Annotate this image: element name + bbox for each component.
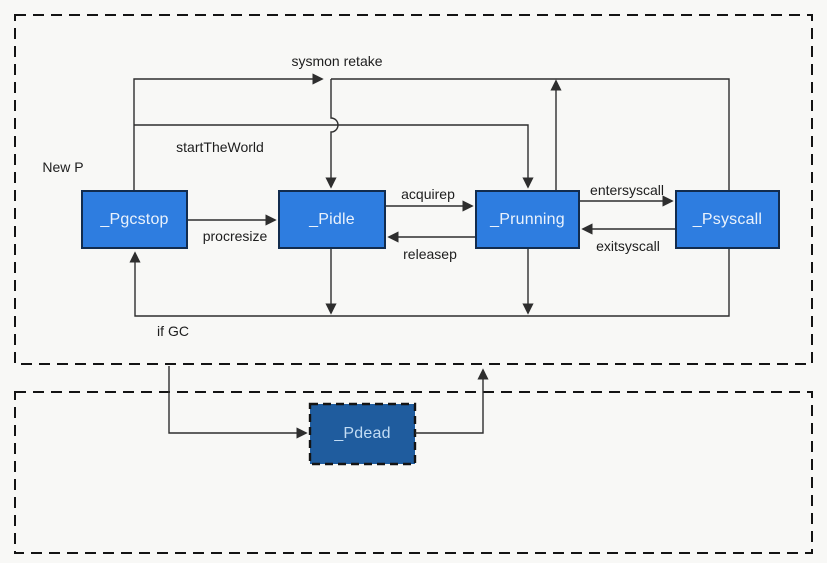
label-starttheworld: startTheWorld xyxy=(176,139,264,155)
node-pidle: _Pidle xyxy=(278,190,386,249)
label-procresize: procresize xyxy=(202,228,268,244)
label-if-gc: if GC xyxy=(157,323,189,339)
label-sysmon-retake: sysmon retake xyxy=(291,53,383,69)
edge-psyscall-sysmon-retake xyxy=(331,78,730,190)
edge-starttheworld xyxy=(134,124,534,189)
edge-junction-into-pidle xyxy=(325,79,339,189)
node-pgcstop: _Pgcstop xyxy=(81,190,188,249)
node-pdead: _Pdead xyxy=(310,404,415,464)
edge-pdead-return xyxy=(415,368,489,434)
label-releasep: releasep xyxy=(403,246,457,262)
edge-pgcstop-to-junction xyxy=(133,73,324,190)
label-acquirep: acquirep xyxy=(401,186,455,202)
label-new-p: New P xyxy=(42,159,84,175)
edge-to-pdead xyxy=(168,366,308,439)
node-psyscall: _Psyscall xyxy=(675,190,780,249)
label-entersyscall: entersyscall xyxy=(590,182,664,198)
node-prunning: _Prunning xyxy=(475,190,580,249)
label-exitsyscall: exitsyscall xyxy=(596,238,660,254)
